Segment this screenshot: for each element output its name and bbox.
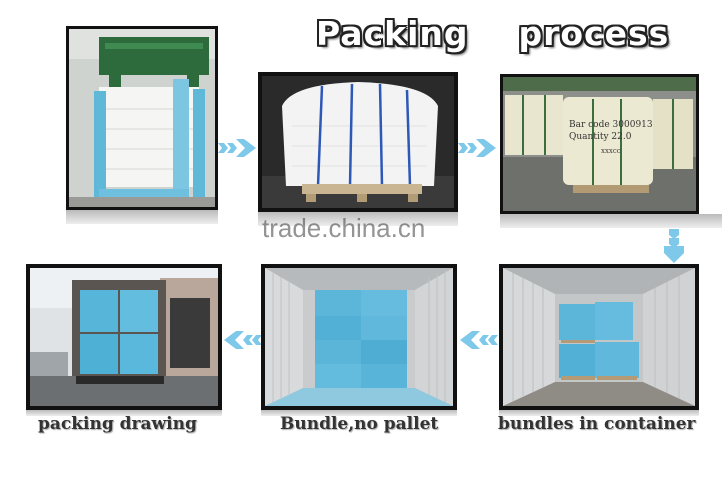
page-title: Packing process	[316, 14, 670, 53]
left-arrow-icon	[458, 327, 498, 353]
caption-packing-drawing: packing drawing	[38, 414, 197, 434]
photo-shadow	[261, 410, 457, 416]
photo-shadow	[26, 410, 222, 416]
bundle-no-pallet-photo	[261, 264, 457, 410]
bag-label-line2: Quantity 22.0	[569, 132, 632, 142]
caption-bundle-no-pallet: Bundle,no pallet	[280, 414, 439, 434]
caption-bundles-in-container: bundles in container	[498, 414, 696, 434]
photo-shadow	[258, 212, 458, 226]
bag-label-line1: Bar code 3000913	[569, 120, 653, 130]
bag-label-line3: xxxcc	[601, 147, 621, 155]
right-arrow-icon	[458, 135, 500, 161]
wrapped-pallet-photo	[258, 72, 458, 212]
down-arrow-icon	[661, 229, 687, 265]
bundles-in-container-photo	[499, 264, 699, 410]
watermark: trade.china.cn	[262, 213, 426, 243]
labeled-bales-photo: Bar code 3000913 Quantity 22.0 xxxcc	[500, 74, 699, 214]
photo-shadow	[499, 410, 699, 416]
baling-press-photo	[66, 26, 218, 210]
photo-shadow	[66, 210, 218, 224]
photo-shadow	[500, 214, 722, 228]
left-arrow-icon	[222, 327, 262, 353]
container-truck-photo	[26, 264, 222, 410]
right-arrow-icon	[218, 135, 260, 161]
